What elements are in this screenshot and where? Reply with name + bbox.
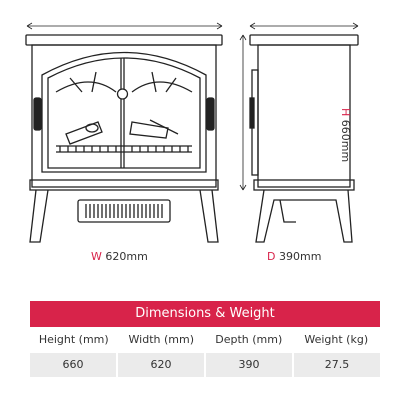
- table-title: Dimensions & Weight: [30, 301, 380, 327]
- value-height: 660: [30, 353, 116, 377]
- table-header-row: Height (mm) Width (mm) Depth (mm) Weight…: [30, 327, 380, 353]
- value-width: 620: [118, 353, 204, 377]
- value-weight: 27.5: [294, 353, 380, 377]
- width-dimension-label: W 620mm: [91, 250, 148, 263]
- header-depth: Depth (mm): [215, 333, 283, 346]
- dimension-lines: [26, 22, 359, 191]
- height-value: 660mm: [339, 119, 352, 163]
- stove-technical-drawing: [25, 22, 359, 243]
- dimensions-weight-table: Dimensions & Weight Height (mm) Width (m…: [30, 301, 380, 377]
- depth-dimension-label: D 390mm: [267, 250, 321, 263]
- table-value-row: 660 620 390 27.5: [30, 353, 380, 377]
- height-dimension-label: H 660mm: [339, 108, 352, 162]
- value-depth: 390: [206, 353, 292, 377]
- header-height: Height (mm): [38, 333, 109, 346]
- width-letter: W: [91, 250, 102, 263]
- header-width: Width (mm): [128, 333, 194, 346]
- height-letter: H: [339, 108, 352, 117]
- depth-value: 390mm: [278, 250, 322, 263]
- front-view-drawing: [25, 34, 223, 243]
- depth-letter: D: [267, 250, 276, 263]
- side-view-drawing: [249, 34, 359, 243]
- header-weight: Weight (kg): [304, 333, 369, 346]
- width-value: 620mm: [105, 250, 148, 263]
